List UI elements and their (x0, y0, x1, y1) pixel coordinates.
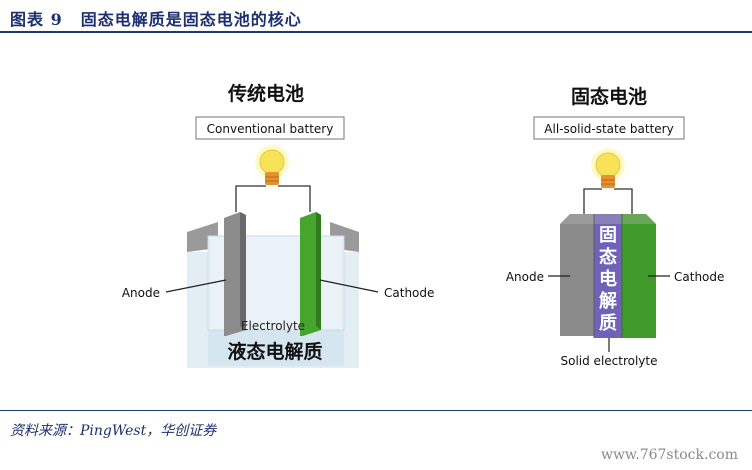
wire-right-anode (583, 188, 602, 214)
solid-state-label: All-solid-state battery (544, 122, 673, 136)
solid-electrolyte-char: 固 (599, 225, 617, 246)
cathode-electrode-left (300, 212, 321, 336)
solid-state-heading: 固态电池 (571, 85, 647, 108)
solid-electrolyte-vertical-label: 固态电解质 (599, 225, 617, 334)
conventional-label-box (195, 116, 345, 140)
bulb-icon-left (255, 145, 289, 185)
solid-electrolyte-char: 解 (599, 290, 617, 312)
conventional-heading: 传统电池 (227, 82, 304, 105)
anode-pointer-left (165, 279, 227, 293)
figure-title-text: 固态电解质是固态电池的核心 (80, 10, 302, 29)
figure-title: 图表 9 固态电解质是固态电池的核心 (10, 6, 302, 30)
anode-label-right: Anode (506, 270, 544, 284)
anode-electrode-left (224, 212, 246, 336)
electrolyte-label-left: Electrolyte (241, 319, 305, 333)
watermark: www.767stock.com (600, 447, 738, 463)
cathode-label-right: Cathode (674, 270, 724, 284)
conventional-label: Conventional battery (207, 122, 334, 136)
footer-rule (0, 410, 752, 411)
bulb-icon-right (591, 148, 625, 188)
liquid-electrolyte-caption: 液态电解质 (227, 340, 322, 363)
solid-electrolyte-char: 态 (599, 246, 617, 268)
solid-electrolyte-label: Solid electrolyte (561, 354, 658, 368)
wire-left-anode (235, 185, 266, 212)
cathode-pointer-left (319, 279, 379, 293)
wire-right-cathode (614, 188, 633, 214)
source-note: 资料来源：PingWest，华创证券 (10, 423, 217, 439)
solid-state-label-box (533, 116, 685, 140)
solid-electrolyte-char: 质 (599, 313, 617, 334)
header-rule (0, 31, 752, 33)
solid-electrolyte-char: 电 (599, 268, 617, 290)
cathode-label-left: Cathode (384, 286, 434, 300)
figure-label: 图表 9 (10, 10, 63, 29)
wire-left-cathode (278, 185, 311, 212)
solid-state-cell (560, 214, 656, 338)
anode-label-left: Anode (122, 286, 160, 300)
